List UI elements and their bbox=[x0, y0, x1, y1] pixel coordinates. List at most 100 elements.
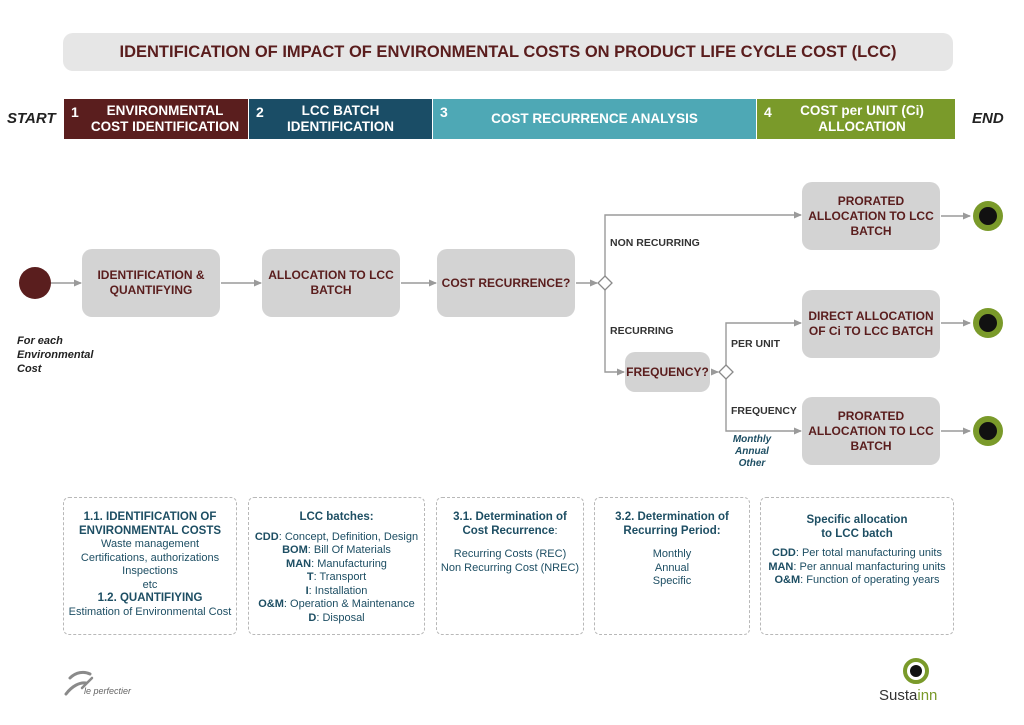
box4-item: Specific bbox=[652, 575, 692, 587]
batch-row: MAN: Manufacturing bbox=[249, 558, 424, 572]
phase-4-label: COST per UNIT (Ci) ALLOCATION bbox=[800, 103, 924, 134]
sustainn-wordmark: Sustainn bbox=[879, 687, 937, 704]
box3-heading-term: Cost Recurrence bbox=[462, 524, 555, 537]
diagram-title: IDENTIFICATION OF IMPACT OF ENVIRONMENTA… bbox=[63, 33, 953, 71]
batch-row: I: Installation bbox=[249, 585, 424, 599]
box1-item2: Estimation of Environmental Cost bbox=[68, 605, 232, 618]
batch-text: : Concept, Definition, Design bbox=[278, 530, 419, 543]
box1-item: etc bbox=[142, 578, 158, 591]
node-identification: IDENTIFICATION & QUANTIFYING bbox=[82, 249, 220, 317]
box1-item: Certifications, authorizations bbox=[80, 551, 220, 564]
node-prorated-bottom: PRORATED ALLOCATION TO LCC BATCH bbox=[802, 397, 940, 465]
batch-row: BOM: Bill Of Materials bbox=[249, 544, 424, 558]
batch-code: CDD bbox=[254, 530, 279, 543]
batch-row: T: Transport bbox=[249, 571, 424, 585]
edge-recurring bbox=[604, 290, 625, 376]
box2-heading: LCC batches: bbox=[299, 511, 374, 523]
box1-heading-line: 1.1. IDENTIFICATION OF bbox=[83, 511, 217, 523]
box5-heading-line: Specific allocation bbox=[806, 514, 908, 526]
box3-item: Recurring Costs (REC) bbox=[453, 548, 567, 560]
detail-box-recurring-period: 3.2. Determination of Recurring Period: … bbox=[594, 497, 750, 635]
phase-4: 4 COST per UNIT (Ci) ALLOCATION bbox=[757, 99, 955, 139]
box5-heading-line: to LCC batch bbox=[821, 527, 893, 540]
detail-box-identification: 1.1. IDENTIFICATION OF ENVIRONMENTAL COS… bbox=[63, 497, 237, 635]
phase-1: 1 ENVIRONMENTAL COST IDENTIFICATION bbox=[64, 99, 248, 139]
phase-3: 3 COST RECURRENCE ANALYSIS bbox=[433, 99, 756, 139]
batch-code: D bbox=[308, 611, 317, 624]
batch-text: : Transport bbox=[313, 571, 367, 583]
box1-heading2: 1.2. QUANTIFIYING bbox=[97, 592, 203, 604]
note-line: Environmental bbox=[17, 349, 94, 361]
box3-heading-line: Cost Recurrence: bbox=[437, 525, 583, 539]
batch-row: O&M: Operation & Maintenance bbox=[249, 598, 424, 612]
batch-code: O&M bbox=[258, 598, 284, 610]
batch-text: : Bill Of Materials bbox=[307, 544, 391, 556]
allocation-code: MAN bbox=[768, 560, 794, 573]
phase-1-label: ENVIRONMENTAL COST IDENTIFICATION bbox=[90, 103, 240, 134]
detail-box-cost-recurrence: 3.1. Determination of Cost Recurrence: R… bbox=[436, 497, 584, 635]
label-frequency: FREQUENCY bbox=[731, 405, 797, 417]
frequency-options: Monthly Annual Other bbox=[722, 434, 782, 470]
phase-2-number: 2 bbox=[256, 104, 264, 120]
sustainn-ring-icon bbox=[903, 658, 929, 684]
note-line: Cost bbox=[17, 363, 42, 375]
allocation-code: O&M bbox=[774, 574, 801, 586]
phase-2: 2 LCC BATCH IDENTIFICATION bbox=[249, 99, 432, 139]
label-per-unit: PER UNIT bbox=[731, 338, 781, 350]
sustainn-wordmark-a: Susta bbox=[879, 687, 918, 704]
frequency-option: Other bbox=[738, 458, 766, 469]
start-label: START bbox=[7, 110, 56, 127]
end-node-1 bbox=[973, 201, 1003, 231]
box3-heading-line: 3.1. Determination of bbox=[453, 511, 567, 523]
label-recurring: RECURRING bbox=[610, 325, 674, 337]
end-label: END bbox=[972, 110, 1004, 127]
phase-1-number: 1 bbox=[71, 104, 79, 120]
allocation-row: O&M: Function of operating years bbox=[761, 574, 953, 588]
node-frequency: FREQUENCY? bbox=[625, 352, 710, 392]
batch-text: : Operation & Maintenance bbox=[283, 598, 415, 610]
sustainn-wordmark-b: inn bbox=[917, 687, 938, 704]
phase-2-label: LCC BATCH IDENTIFICATION bbox=[287, 103, 394, 134]
decision-diamond-recurrence bbox=[597, 275, 613, 291]
box3-item: Non Recurring Cost (NREC) bbox=[440, 561, 580, 574]
batch-text: : Installation bbox=[308, 584, 368, 597]
note-line: For each bbox=[17, 335, 63, 347]
phase-3-number: 3 bbox=[440, 104, 448, 120]
box1-item: Waste management bbox=[100, 538, 200, 550]
box4-item: Annual bbox=[654, 561, 690, 574]
box3-heading-colon: : bbox=[554, 524, 558, 537]
end-node-3 bbox=[973, 416, 1003, 446]
detail-box-specific-allocation: Specific allocation to LCC batch CDD: Pe… bbox=[760, 497, 954, 635]
phase-3-label: COST RECURRENCE ANALYSIS bbox=[491, 111, 698, 126]
edge-per-unit bbox=[725, 319, 802, 366]
node-allocation-batch: ALLOCATION TO LCC BATCH bbox=[262, 249, 400, 317]
allocation-row: MAN: Per annual manfacturing units bbox=[761, 561, 953, 575]
le-perfectier-text: le perfectier bbox=[84, 686, 132, 696]
allocation-code: CDD bbox=[772, 547, 796, 559]
note-for-each-cost: For each Environmental Cost bbox=[17, 334, 93, 376]
edge-frequency bbox=[725, 379, 802, 435]
le-perfectier-mark-icon bbox=[64, 670, 94, 696]
box4-heading-line: 3.2. Determination of bbox=[615, 511, 729, 523]
allocation-row: CDD: Per total manufacturing units bbox=[761, 547, 953, 561]
allocation-text: : Function of operating years bbox=[800, 574, 940, 586]
batch-row: CDD: Concept, Definition, Design bbox=[249, 531, 424, 545]
batch-code: T bbox=[306, 571, 314, 583]
node-prorated-top: PRORATED ALLOCATION TO LCC BATCH bbox=[802, 182, 940, 250]
end-node-2 bbox=[973, 308, 1003, 338]
batch-row: D: Disposal bbox=[249, 612, 424, 626]
le-perfectier-logo: le perfectier bbox=[62, 668, 152, 700]
allocation-text: : Per annual manfacturing units bbox=[793, 560, 946, 573]
batch-text: : Disposal bbox=[316, 611, 365, 624]
start-node bbox=[19, 267, 51, 299]
sustainn-logo: Sustainn bbox=[876, 657, 956, 707]
allocation-text: : Per total manufacturing units bbox=[795, 547, 942, 559]
box4-item: Monthly bbox=[652, 548, 692, 560]
frequency-option: Monthly bbox=[732, 434, 772, 445]
box4-heading-line: Recurring Period: bbox=[623, 524, 721, 537]
batch-text: : Manufacturing bbox=[311, 557, 387, 570]
node-direct-allocation: DIRECT ALLOCATION OF Ci TO LCC BATCH bbox=[802, 290, 940, 358]
decision-diamond-frequency bbox=[718, 364, 734, 380]
box1-heading-line: ENVIRONMENTAL COSTS bbox=[78, 524, 222, 537]
